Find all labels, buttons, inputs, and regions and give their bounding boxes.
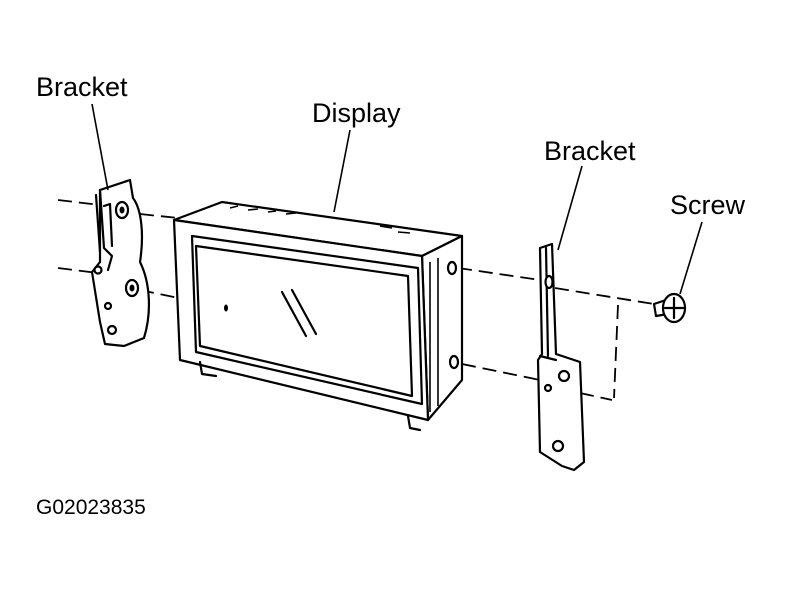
leader-lines [91, 103, 703, 295]
bracket-left-label: Bracket [36, 72, 128, 102]
screw-label: Screw [670, 190, 746, 220]
display-label: Display [312, 98, 401, 128]
left-bracket [90, 178, 151, 348]
display-unit [172, 200, 464, 432]
figure-code: G02023835 [36, 496, 146, 519]
bracket-right-label: Bracket [544, 136, 636, 166]
right-bracket [536, 242, 586, 472]
screw [652, 292, 687, 324]
